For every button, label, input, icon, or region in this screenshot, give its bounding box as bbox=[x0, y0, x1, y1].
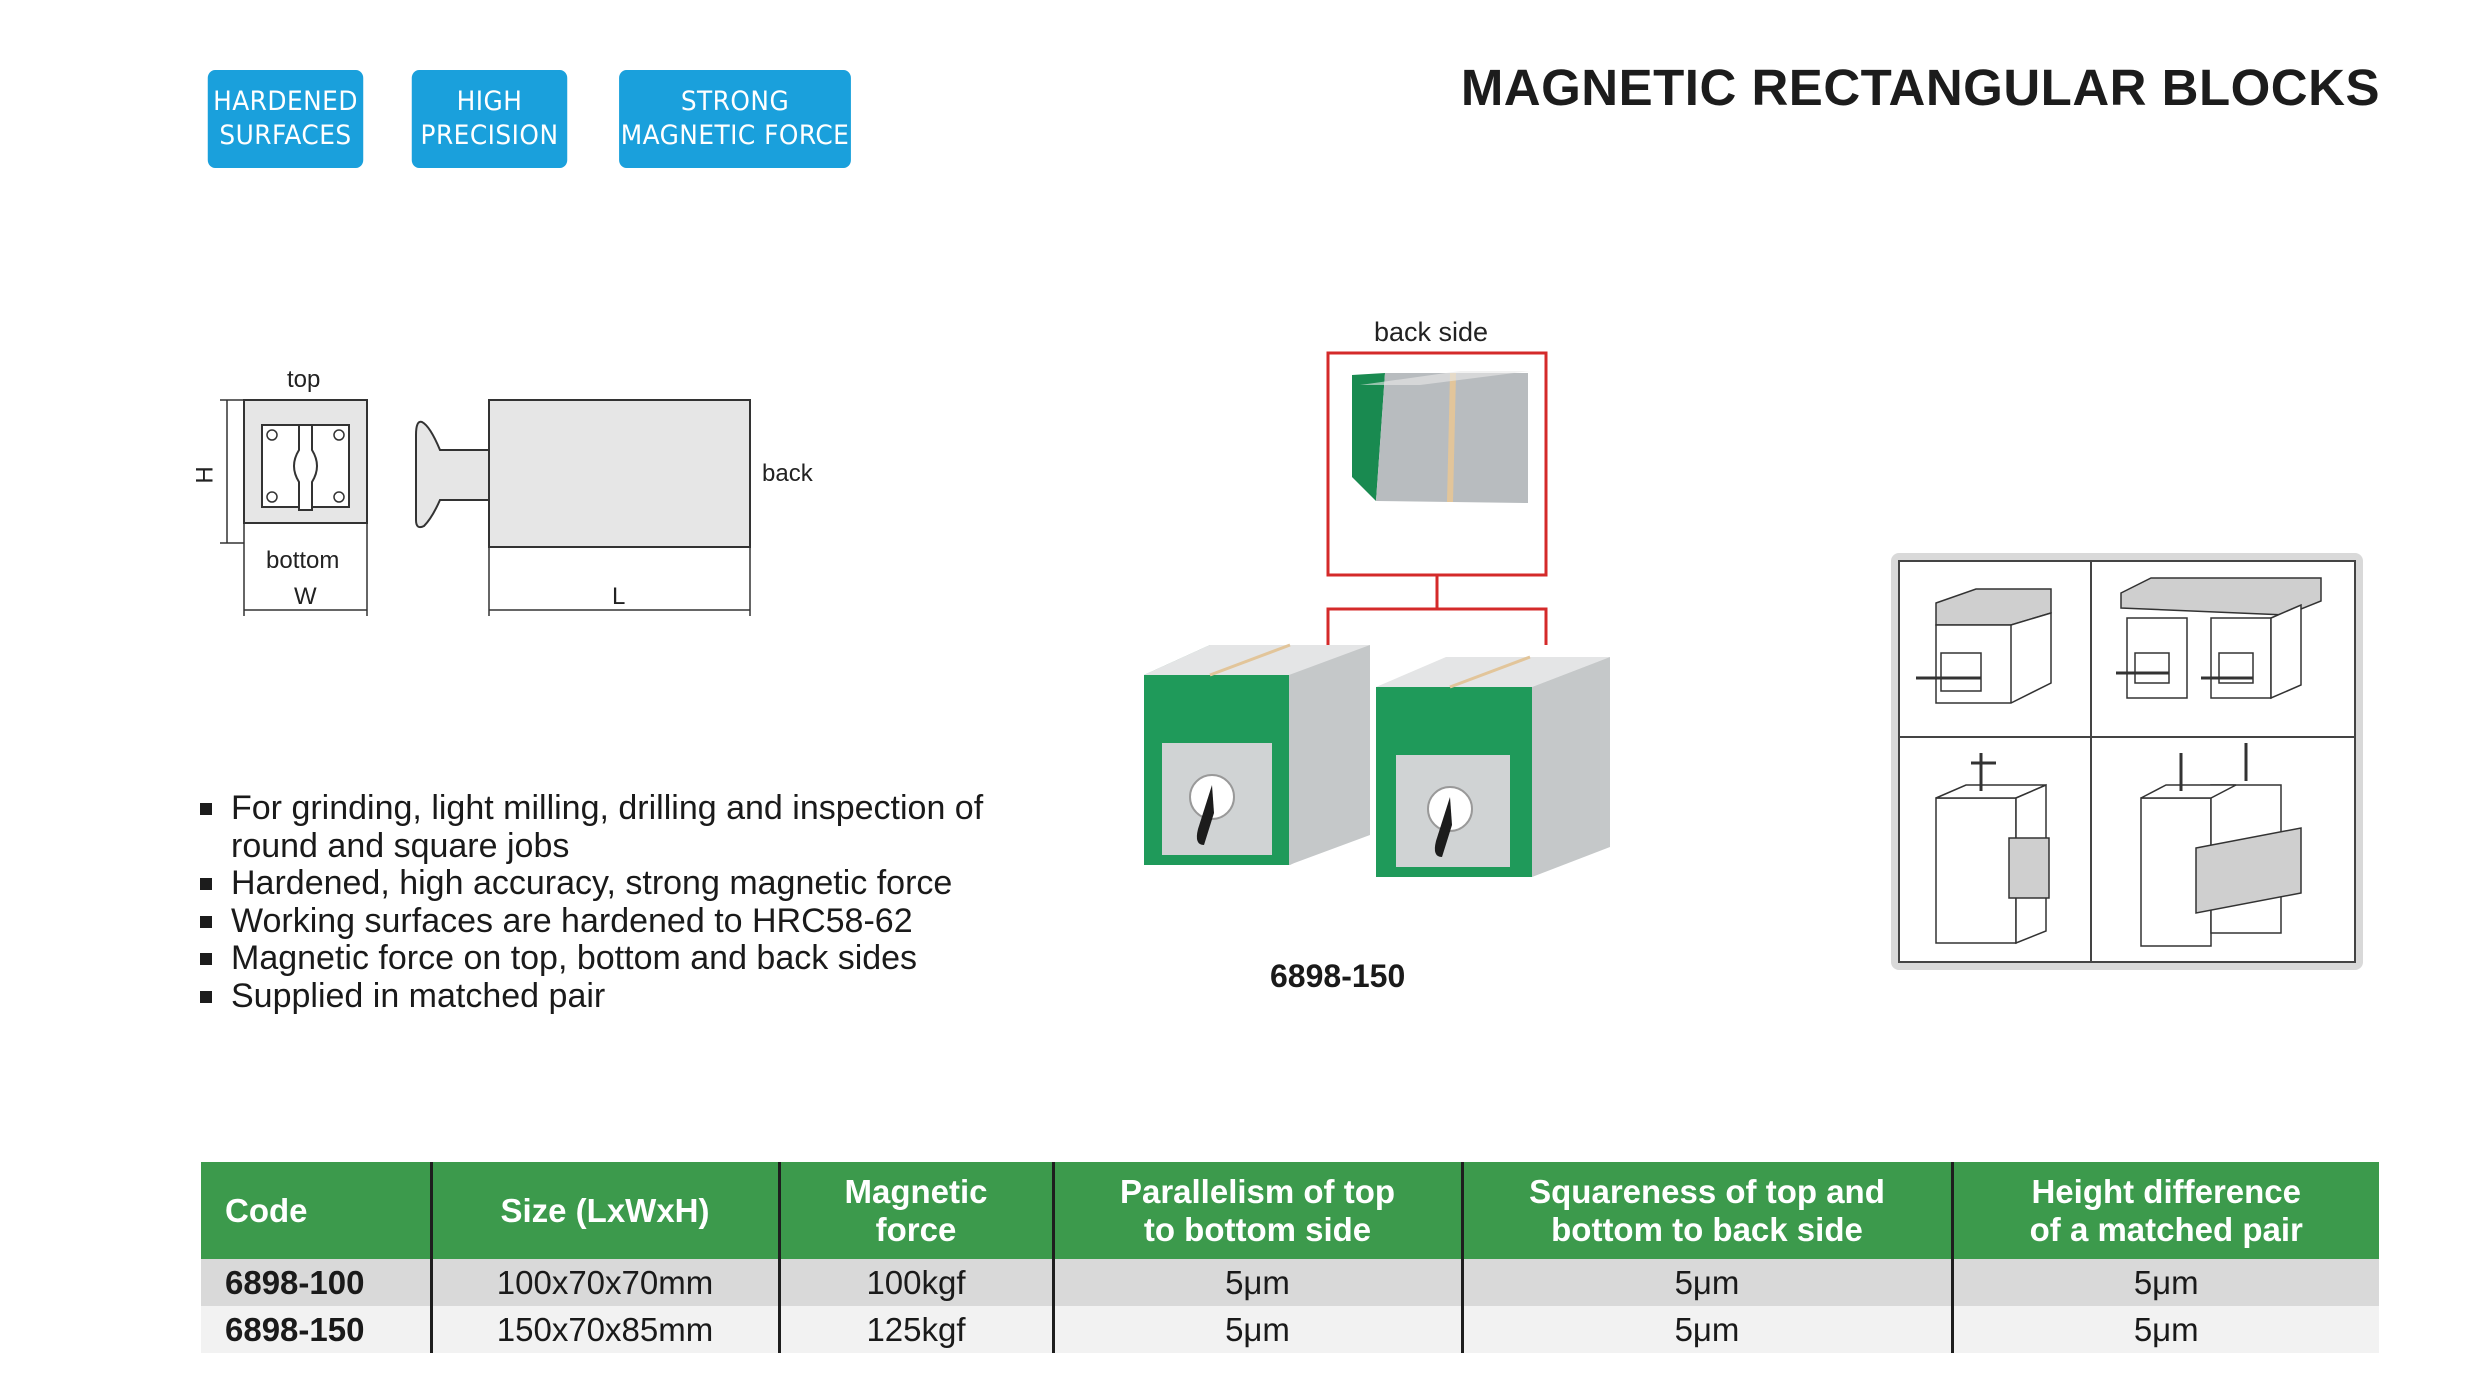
bullet-icon bbox=[200, 915, 212, 928]
cell-height-difference: 5μm bbox=[1950, 1306, 2379, 1353]
feature-item: Working surfaces are hardened to HRC58-6… bbox=[198, 901, 1011, 941]
table-row: 6898-100 100x70x70mm 100kgf 5μm 5μm 5μm bbox=[201, 1259, 2379, 1306]
cell-size: 100x70x70mm bbox=[429, 1259, 779, 1306]
badge-high-precision: HIGH PRECISION bbox=[411, 70, 568, 168]
application-illustrations-svg bbox=[1898, 560, 2356, 963]
badge-hardened-surfaces: HARDENED SURFACES bbox=[207, 70, 364, 168]
feature-text: Magnetic force on top, bottom and back s… bbox=[231, 939, 918, 977]
feature-text: Supplied in matched pair bbox=[231, 976, 606, 1015]
column-header-code: Code bbox=[201, 1162, 431, 1259]
feature-text: Working surfaces are hardened to HRC58-6… bbox=[231, 901, 913, 940]
badge-line: HARDENED bbox=[213, 86, 358, 117]
badge-line: STRONG bbox=[680, 86, 790, 117]
cell-code: 6898-150 bbox=[201, 1306, 431, 1353]
page-title: MAGNETIC RECTANGULAR BLOCKS bbox=[1460, 59, 2380, 116]
product-photo bbox=[1144, 351, 1610, 877]
cell-magnetic-force: 100kgf bbox=[777, 1259, 1053, 1306]
feature-item: Magnetic force on top, bottom and back s… bbox=[198, 939, 1011, 978]
model-caption: 6898-150 bbox=[1270, 958, 1406, 994]
feature-text: Hardened, high accuracy, strong magnetic… bbox=[231, 864, 953, 902]
label-h: H bbox=[191, 466, 219, 484]
dimension-drawing-svg bbox=[220, 399, 751, 616]
label-back-side: back side bbox=[1374, 317, 1489, 347]
feature-list: For grinding, light milling, drilling an… bbox=[198, 789, 1011, 1016]
column-header-size: Size (LxWxH) bbox=[429, 1162, 779, 1259]
label-l: L bbox=[612, 583, 626, 610]
cell-parallelism: 5μm bbox=[1051, 1259, 1462, 1306]
badge-line: SURFACES bbox=[219, 120, 352, 151]
bullet-icon bbox=[200, 803, 212, 815]
bullet-icon bbox=[200, 878, 212, 890]
badge-line: HIGH bbox=[456, 86, 523, 117]
application-illustrations bbox=[1891, 553, 2363, 970]
cell-height-difference: 5μm bbox=[1950, 1259, 2379, 1306]
label-back: back bbox=[762, 460, 813, 487]
cell-size: 150x70x85mm bbox=[429, 1306, 779, 1353]
feature-item: For grinding, light milling, drilling an… bbox=[198, 789, 1011, 865]
feature-item: Hardened, high accuracy, strong magnetic… bbox=[198, 864, 1011, 903]
cell-code: 6898-100 bbox=[201, 1259, 431, 1306]
badge-strong-magnetic-force: STRONG MAGNETIC FORCE bbox=[619, 70, 851, 168]
table-row: 6898-150 150x70x85mm 125kgf 5μm 5μm 5μm bbox=[201, 1306, 2379, 1353]
bullet-icon bbox=[200, 990, 212, 1003]
feature-item: Supplied in matched pair bbox=[198, 976, 1011, 1016]
cell-magnetic-force: 125kgf bbox=[777, 1306, 1053, 1353]
badge-line: MAGNETIC FORCE bbox=[620, 120, 850, 151]
cell-squareness: 5μm bbox=[1460, 1259, 1952, 1306]
label-top: top bbox=[287, 366, 321, 393]
label-bottom: bottom bbox=[266, 547, 340, 574]
badge-line: PRECISION bbox=[420, 120, 559, 151]
cell-squareness: 5μm bbox=[1460, 1306, 1952, 1353]
cell-parallelism: 5μm bbox=[1051, 1306, 1462, 1353]
feature-text: For grinding, light milling, drilling an… bbox=[231, 789, 984, 865]
label-w: W bbox=[294, 583, 317, 610]
bullet-icon bbox=[200, 953, 212, 965]
